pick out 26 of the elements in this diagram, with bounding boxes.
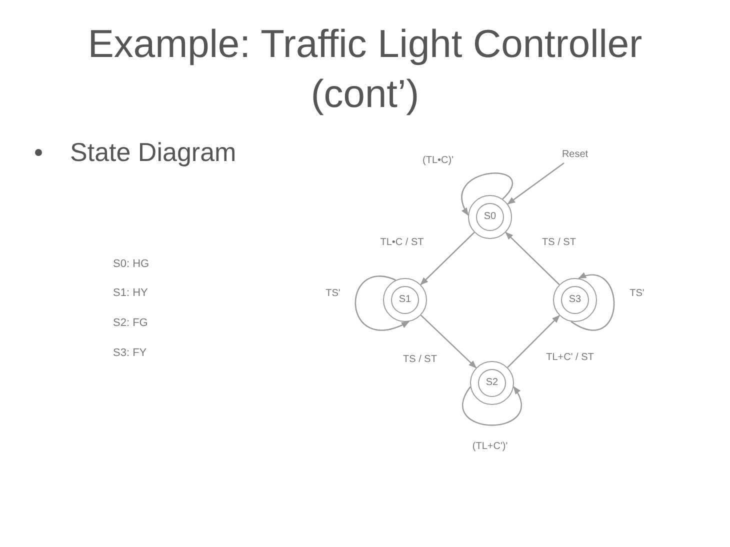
edge-label: (TL•C)' [420, 155, 456, 167]
state-encoding-text: S3: FY [113, 346, 147, 360]
bullet-text: State Diagram [70, 136, 236, 169]
edge-label: (TL+C')' [470, 441, 510, 453]
state-label: S0 [484, 211, 496, 223]
signal-label: Reset [558, 147, 592, 163]
transition-arrow [507, 162, 564, 205]
state-encoding-text: S1: HY [113, 286, 148, 300]
state-label: S2 [486, 377, 498, 389]
transition-arrow [420, 314, 477, 368]
transition-arrow [507, 315, 560, 368]
slide-title: Example: Traffic Light Controller (cont’) [86, 22, 644, 118]
state-label: S3 [568, 294, 582, 306]
self-loop-arrow [462, 386, 522, 426]
transition-arrow [505, 232, 560, 286]
state-circle [553, 278, 597, 322]
state-circle [470, 361, 514, 405]
state-encoding-text: S2: FG [113, 316, 148, 330]
state-label: S1 [398, 294, 412, 306]
self-loop-arrow [570, 273, 615, 331]
state-circle [383, 278, 427, 322]
state-circle [468, 195, 512, 239]
transition-arrow [420, 232, 475, 286]
self-loop-arrow [354, 276, 410, 331]
self-loop-arrow [461, 172, 513, 216]
state-encoding-text: S0: HG [113, 257, 150, 271]
